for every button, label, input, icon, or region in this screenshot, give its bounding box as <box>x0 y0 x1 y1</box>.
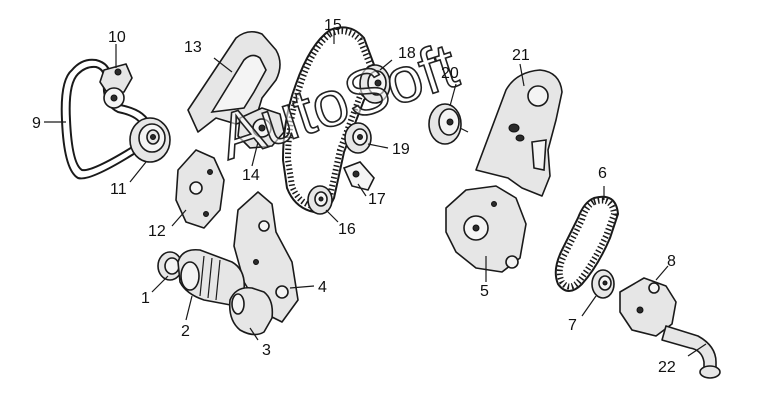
crankshaft-pulley-11 <box>129 117 171 163</box>
callout-18: 18 <box>398 45 416 62</box>
upper-timing-cover-13 <box>187 30 281 133</box>
callout-8: 8 <box>667 253 676 270</box>
camshaft-sprocket-18 <box>359 64 391 104</box>
callout-10: 10 <box>108 29 126 46</box>
callout-3: 3 <box>262 342 271 359</box>
callout-7: 7 <box>568 317 577 334</box>
callout-20: 20 <box>441 65 459 82</box>
callout-13: 13 <box>184 39 202 56</box>
mounting-bracket-12 <box>175 149 225 229</box>
callout-17: 17 <box>368 191 386 208</box>
callout-21: 21 <box>512 47 530 64</box>
belt-tensioner-10 <box>99 63 133 109</box>
callout-11: 11 <box>110 181 127 198</box>
callout-6: 6 <box>598 165 607 182</box>
callout-22: 22 <box>658 359 676 376</box>
oil-pump-housing-5 <box>445 185 527 273</box>
oil-pump-chain-6 <box>554 195 620 292</box>
callout-9: 9 <box>32 115 41 132</box>
idler-pulley-19 <box>344 122 372 154</box>
rear-timing-cover-21 <box>475 69 563 197</box>
crankshaft-sprocket-16 <box>307 185 333 215</box>
callout-1: 1 <box>141 290 150 307</box>
alternator-2 <box>177 248 246 307</box>
callout-19: 19 <box>392 141 410 158</box>
callout-2: 2 <box>181 323 190 340</box>
callout-16: 16 <box>338 221 356 238</box>
oil-filter-3 <box>228 286 274 336</box>
oil-pump-8 <box>619 277 677 337</box>
callout-14: 14 <box>242 167 260 184</box>
tensioner-pulley-20 <box>428 103 469 145</box>
oil-pump-sprocket-7 <box>591 269 615 299</box>
oil-pickup-tube-22 <box>661 325 721 379</box>
callout-5: 5 <box>480 283 489 300</box>
leader-lines <box>44 32 707 357</box>
water-pump-14 <box>237 107 285 149</box>
callout-numbers: 1 2 3 4 5 6 7 8 9 10 11 12 13 14 15 16 1… <box>32 17 676 376</box>
callout-15: 15 <box>324 17 342 34</box>
callout-12: 12 <box>148 223 166 240</box>
callout-4: 4 <box>318 279 327 296</box>
tensioner-bolt-17 <box>342 161 375 191</box>
